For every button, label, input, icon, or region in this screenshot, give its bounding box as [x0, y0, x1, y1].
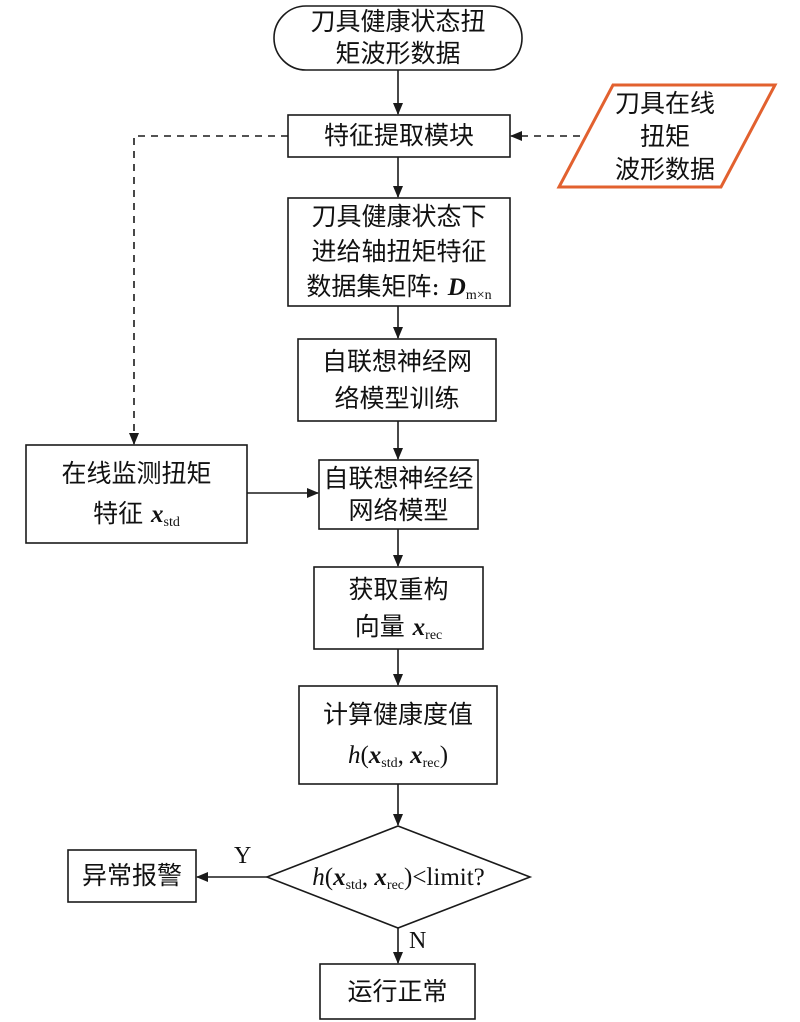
reconstruct-var: x	[412, 613, 426, 641]
online-feature-line-1: 在线监测扭矩	[61, 458, 212, 488]
reconstruct-node: 获取重构 向量 xrec	[314, 567, 483, 649]
dataset-line-1: 刀具健康状态下	[311, 202, 487, 231]
alarm-label: 异常报警	[81, 861, 182, 890]
decision-node: h(xstd, xrec)<limit?	[267, 826, 530, 928]
dataset-line-3-text: 数据集矩阵:	[306, 272, 448, 301]
health-shape	[298, 685, 498, 785]
training-node: 自联想神经网 络模型训练	[298, 339, 496, 421]
online-feature-var: x	[151, 500, 164, 528]
model-node: 自联想神经经 网络模型	[319, 460, 478, 529]
health-comma: ,	[397, 741, 411, 769]
edge-label-no: N	[409, 928, 427, 954]
decision-sub-1: std	[345, 877, 362, 893]
start-line-2: 矩波形数据	[335, 39, 461, 68]
dataset-line-3: 数据集矩阵: Dm×n	[306, 269, 491, 305]
health-line-1: 计算健康度值	[322, 699, 473, 729]
online-input-line-2: 扭矩	[639, 121, 690, 151]
health-close: )	[439, 741, 449, 769]
health-sub-2: rec	[422, 755, 440, 771]
decision-var-2: x	[374, 863, 387, 891]
online-input-shape	[556, 83, 778, 189]
online-input-line-3: 波形数据	[614, 154, 715, 184]
health-fn: h	[347, 741, 361, 769]
online-input-node: 刀具在线 扭矩 波形数据	[570, 85, 760, 187]
reconstruct-subscript: rec	[425, 627, 443, 643]
online-feature-shape	[25, 444, 248, 544]
training-line-2: 络模型训练	[334, 384, 460, 413]
dashed-arrow-feature-to-online	[129, 135, 288, 445]
decision-comma: ,	[361, 863, 375, 891]
decision-open: (	[324, 863, 334, 891]
start-node: 刀具健康状态扭 矩波形数据	[274, 6, 522, 70]
normal-shape	[319, 963, 476, 1020]
training-shape	[297, 338, 497, 422]
decision-fn: h	[312, 863, 325, 891]
online-feature-line-2-text: 特征	[93, 498, 152, 528]
health-open: (	[360, 741, 369, 769]
health-var-2: x	[410, 741, 423, 769]
online-input-line-1: 刀具在线	[614, 88, 715, 118]
dataset-node: 刀具健康状态下 进给轴扭矩特征 数据集矩阵: Dm×n	[288, 198, 510, 306]
model-line-1: 自联想神经经	[323, 463, 474, 493]
decision-var-1: x	[333, 863, 346, 891]
feature-extraction-label: 特征提取模块	[323, 121, 474, 150]
dataset-matrix-symbol: D	[447, 274, 466, 301]
training-line-1: 自联想神经网	[321, 347, 472, 376]
online-feature-line-2: 特征 xstd	[61, 494, 211, 535]
feature-extraction-shape	[287, 114, 511, 158]
start-line-1: 刀具健康状态扭	[310, 7, 486, 36]
online-feature-subscript: std	[163, 514, 180, 530]
reconstruct-line-1: 获取重构	[348, 574, 449, 604]
dataset-matrix-subscript: m×n	[465, 288, 492, 303]
normal-label: 运行正常	[347, 976, 448, 1006]
edge-label-yes: Y	[234, 843, 252, 869]
feature-extraction-node: 特征提取模块	[288, 115, 510, 157]
decision-tail: )<limit?	[404, 863, 485, 891]
online-feature-node: 在线监测扭矩 特征 xstd	[26, 445, 247, 543]
dataset-line-2: 进给轴扭矩特征	[311, 237, 487, 266]
health-var-1: x	[368, 741, 382, 769]
reconstruct-line-2: 向量 xrec	[348, 608, 448, 646]
normal-node: 运行正常	[320, 964, 475, 1019]
health-formula: h(xstd, xrec)	[323, 735, 473, 776]
decision-formula: h(xstd, xrec)<limit?	[312, 858, 485, 897]
dataset-shape	[287, 197, 511, 307]
health-sub-1: std	[381, 755, 398, 771]
model-line-2: 网络模型	[348, 495, 449, 525]
reconstruct-line-2-text: 向量	[354, 611, 413, 641]
alarm-node: 异常报警	[68, 850, 196, 902]
health-node: 计算健康度值 h(xstd, xrec)	[299, 686, 497, 784]
decision-sub-2: rec	[386, 877, 404, 893]
